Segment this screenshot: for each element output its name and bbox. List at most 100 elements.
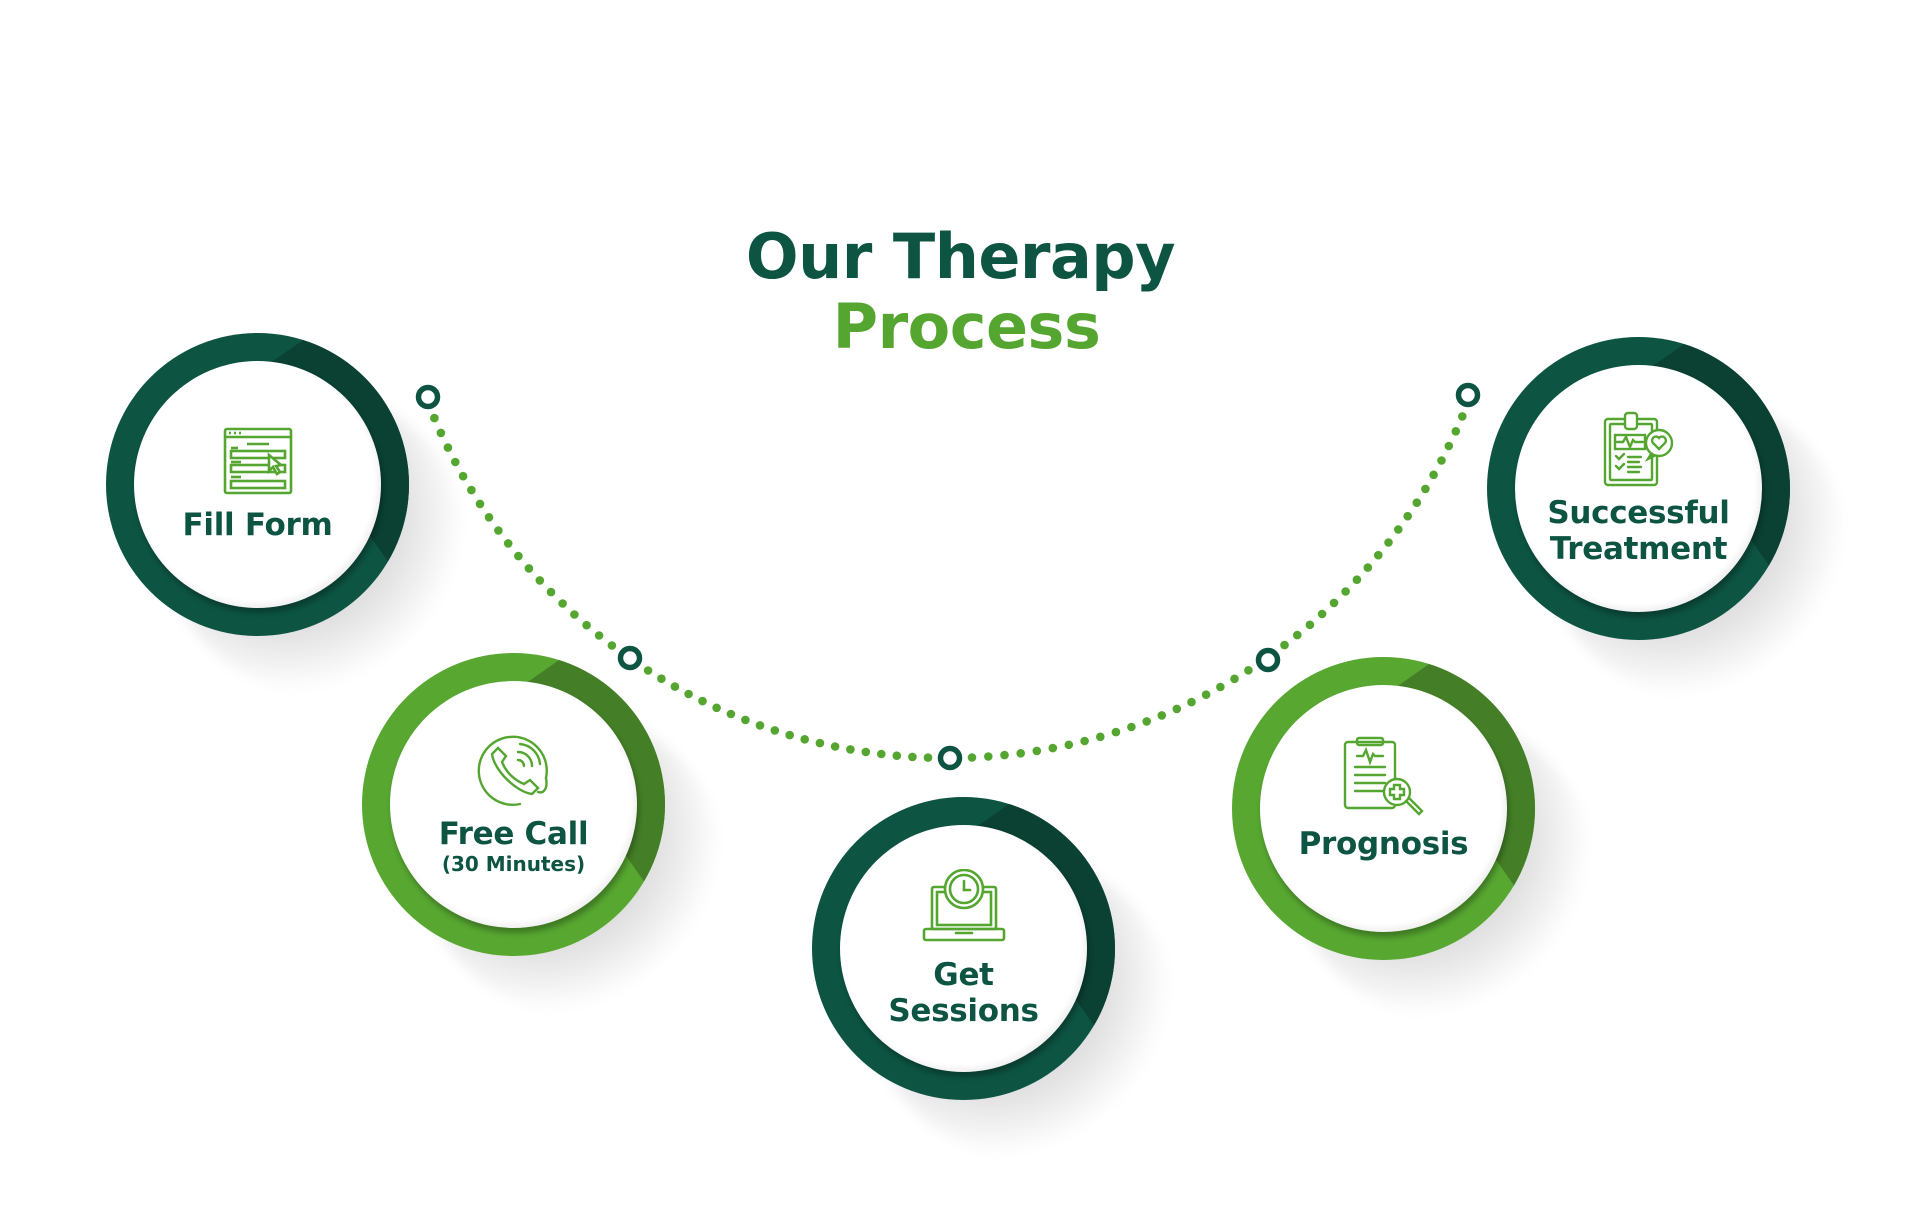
- laptop-clock-icon: [922, 868, 1005, 941]
- phone-call-icon: [477, 735, 548, 806]
- step-marker: [937, 745, 963, 771]
- path-dot: [815, 738, 825, 748]
- path-dot: [1363, 563, 1373, 572]
- path-dot: [1157, 711, 1167, 720]
- clipboard-heart-icon: [1603, 411, 1673, 486]
- path-dot: [1458, 412, 1467, 421]
- path-dot: [1230, 674, 1239, 684]
- path-dot: [503, 539, 513, 548]
- path-dot: [877, 749, 886, 759]
- step-free-call: Free Call (30 Minutes): [362, 653, 722, 1013]
- path-dot: [1384, 538, 1393, 547]
- step-content: Free Call (30 Minutes): [390, 681, 637, 928]
- path-dot: [1341, 587, 1350, 596]
- step-label: Prognosis: [1298, 825, 1469, 862]
- title-line-2: Process: [832, 290, 1101, 363]
- path-dot: [1111, 727, 1121, 737]
- path-dot: [755, 721, 765, 730]
- path-dot: [770, 726, 780, 735]
- path-dot: [1293, 630, 1302, 640]
- path-dot: [967, 753, 977, 762]
- path-dot: [1305, 620, 1315, 630]
- path-dot: [1048, 743, 1058, 753]
- path-dot: [1451, 427, 1461, 436]
- path-dot: [1437, 456, 1446, 465]
- path-dot: [846, 745, 855, 754]
- step-successful-treatment: Successful Treatment: [1487, 337, 1847, 697]
- path-dot: [785, 730, 794, 740]
- path-dot: [1080, 736, 1089, 746]
- path-dot: [1317, 609, 1327, 619]
- step-marker: [1455, 382, 1481, 408]
- path-dot: [1032, 746, 1042, 756]
- step-label-line-1: Successful: [1547, 494, 1730, 531]
- path-dot: [451, 457, 460, 467]
- path-dot: [570, 610, 579, 619]
- path-dot: [594, 631, 604, 640]
- path-dot: [484, 513, 494, 522]
- step-fill-form: Fill Form: [106, 333, 466, 693]
- form-cursor-icon: [223, 427, 292, 494]
- path-dot: [467, 485, 476, 495]
- path-dot: [1394, 525, 1403, 534]
- path-dot: [1412, 498, 1422, 508]
- path-dot: [861, 747, 871, 757]
- path-dot: [524, 564, 534, 573]
- path-dot: [514, 551, 523, 561]
- path-dot: [1127, 722, 1136, 732]
- path-dot: [1142, 717, 1151, 726]
- step-content: Fill Form: [134, 361, 381, 608]
- path-dot: [1000, 750, 1009, 760]
- path-dot: [475, 499, 485, 509]
- path-dot: [726, 709, 736, 719]
- path-dot: [1244, 666, 1253, 675]
- path-dot: [1096, 732, 1105, 742]
- step-marker: [1255, 647, 1281, 673]
- step-content: Prognosis: [1260, 685, 1507, 932]
- path-dot: [443, 443, 453, 452]
- path-dot: [684, 689, 693, 699]
- path-dot: [1444, 441, 1454, 451]
- step-prognosis: Prognosis: [1232, 657, 1592, 1017]
- path-dot: [923, 753, 933, 762]
- path-dot: [436, 428, 446, 438]
- path-dot: [1280, 640, 1289, 650]
- path-dot: [494, 526, 503, 535]
- step-label-line-2: Sessions: [888, 992, 1039, 1029]
- path-dot: [430, 413, 439, 423]
- title-line-1: Our Therapy: [745, 220, 1176, 293]
- path-dot: [908, 752, 917, 762]
- path-dot: [1403, 511, 1412, 521]
- path-dot: [1352, 575, 1362, 584]
- path-dot: [741, 715, 750, 725]
- path-dot: [830, 742, 840, 751]
- path-dot: [712, 703, 721, 713]
- step-marker: [415, 384, 441, 410]
- path-dot: [698, 696, 707, 706]
- step-content: Get Sessions: [840, 825, 1087, 1072]
- path-dot: [1374, 550, 1383, 560]
- path-dot: [458, 471, 468, 481]
- clipboard-search-icon: [1343, 736, 1424, 816]
- path-dot: [984, 752, 993, 761]
- path-dot: [670, 682, 680, 691]
- path-dot: [1201, 690, 1211, 699]
- path-dot: [1064, 740, 1074, 750]
- path-dot: [546, 587, 556, 597]
- step-label-line-2: Treatment: [1549, 530, 1728, 567]
- path-dot: [1421, 484, 1430, 494]
- path-dot: [1429, 470, 1438, 480]
- step-label: Fill Form: [182, 506, 333, 543]
- path-dot: [1329, 598, 1339, 608]
- path-dot: [607, 641, 617, 650]
- path-dot: [1216, 682, 1225, 692]
- path-dot: [535, 576, 545, 585]
- path-dot: [1187, 697, 1196, 707]
- path-dot: [1016, 749, 1025, 758]
- path-dot: [558, 599, 567, 608]
- path-dot: [582, 620, 591, 630]
- path-dot: [800, 735, 809, 744]
- path-dot: [1172, 704, 1182, 714]
- step-sublabel: (30 Minutes): [441, 851, 586, 876]
- step-get-sessions: Get Sessions: [812, 797, 1172, 1157]
